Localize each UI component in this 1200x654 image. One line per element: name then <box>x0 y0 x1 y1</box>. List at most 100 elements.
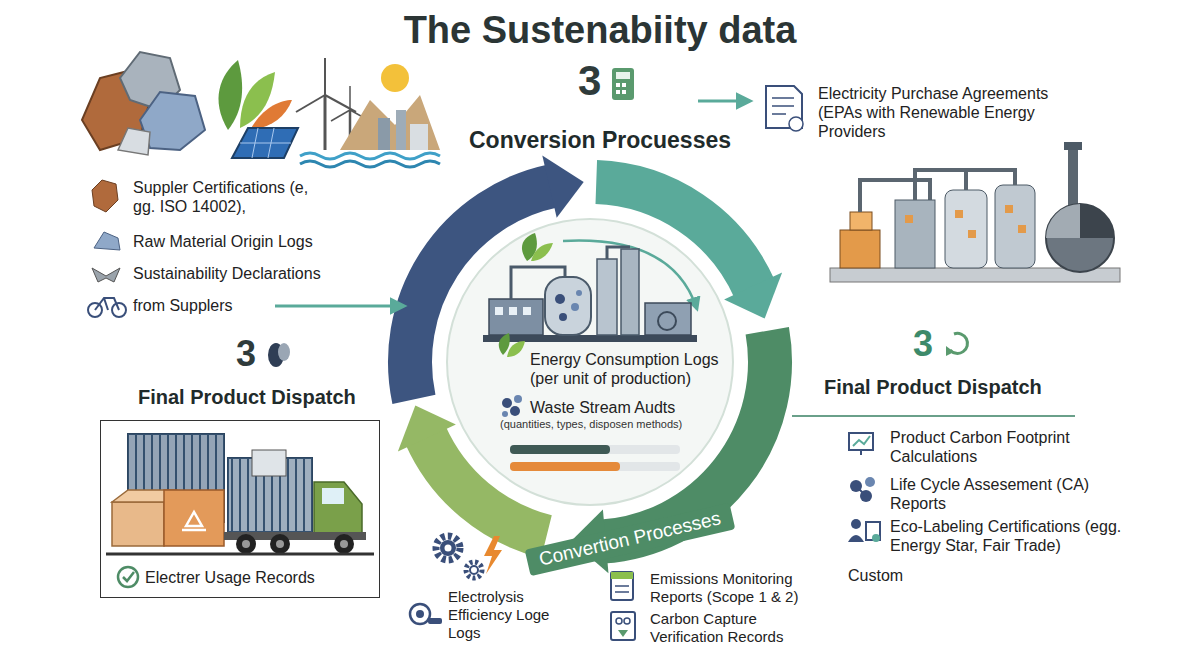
hub-illustration <box>645 303 691 335</box>
hub-illustration <box>510 406 520 416</box>
machinery-art <box>840 230 880 268</box>
hub-illustration <box>597 259 617 335</box>
cycle-ring <box>398 406 456 452</box>
section-icon <box>278 343 290 361</box>
dispatch-illustration <box>252 450 286 476</box>
node-text: Electrer Usage Records <box>145 568 370 587</box>
list-icons <box>95 298 119 310</box>
note-text: Electricity Purchase Agreements (EPAs wi… <box>818 84 1088 142</box>
report-icons <box>624 618 630 624</box>
gear-icons <box>440 540 456 556</box>
gear-icons <box>428 618 442 624</box>
gear-icons <box>416 610 424 618</box>
dispatch-illustration <box>118 567 138 587</box>
raw-materials-art <box>296 95 325 112</box>
section-heading: Final Product Dispatch <box>824 375 1084 399</box>
hub-illustration <box>607 247 630 259</box>
report-icons <box>616 618 622 624</box>
machinery-art <box>955 210 963 218</box>
raw-materials-art <box>324 58 326 95</box>
raw-materials-art <box>300 153 440 159</box>
raw-materials-art <box>410 124 428 150</box>
list-item: Carbon Capture Verification Records <box>650 610 830 646</box>
gear-icons <box>436 536 460 560</box>
hub-illustration <box>502 398 512 408</box>
hub-illustration <box>576 290 582 296</box>
list-item: Product Carbon Footprint Calculations <box>890 428 1095 466</box>
machinery-art <box>830 142 1120 282</box>
dispatch-illustration <box>242 540 250 548</box>
dispatch-illustration <box>270 534 290 554</box>
hub-illustration <box>545 277 591 335</box>
node-text: Energy Consumption Logs (per unit of pro… <box>530 350 735 388</box>
calculator-icon <box>622 90 626 94</box>
hub-illustration <box>621 249 639 335</box>
hub-illustration <box>510 445 680 454</box>
gear-icons <box>470 566 478 574</box>
list-icons <box>853 436 870 446</box>
machinery-art <box>995 185 1035 268</box>
gear-icons <box>484 536 502 574</box>
calculator-icon <box>616 83 620 87</box>
machinery-art <box>905 215 913 223</box>
raw-materials-art <box>396 110 406 150</box>
raw-materials-art <box>240 143 291 144</box>
machinery-art <box>1064 142 1082 150</box>
report-icons <box>618 630 628 637</box>
hub-illustration <box>510 462 620 471</box>
list-icons <box>849 433 873 450</box>
arc-label: Convertion Processes <box>525 503 736 576</box>
report-icons <box>611 572 635 640</box>
calculator-icon <box>612 68 634 100</box>
diagram-title: The Sustenabiity data <box>0 8 1200 54</box>
divider-line <box>792 415 1075 417</box>
machinery-art <box>964 170 968 190</box>
dispatch-illustration <box>334 534 354 554</box>
dispatch-illustration <box>164 490 224 546</box>
section-heading: Conversion Procuesses <box>430 127 770 155</box>
machinery-art <box>1046 204 1080 238</box>
list-icons <box>94 232 120 250</box>
report-icons <box>611 572 633 600</box>
divider-line <box>792 416 1075 417</box>
raw-materials-art <box>324 95 327 150</box>
flow-arrow <box>698 101 750 102</box>
list-item: Electrolysis Efficiency Loge Logs <box>448 588 553 642</box>
calculator-icon <box>616 90 620 94</box>
machinery-art <box>895 200 935 268</box>
machinery-art <box>1046 204 1114 272</box>
callout-number: 3 <box>236 332 256 375</box>
machinery-art <box>1080 204 1114 238</box>
calculator-icon <box>612 68 634 100</box>
hub-illustration <box>514 395 522 403</box>
list-item: Suppler Certifications (e, gg. ISO 14002… <box>133 178 313 216</box>
raw-materials-art <box>325 95 356 112</box>
raw-materials-art <box>219 60 243 130</box>
gear-icons <box>445 545 452 552</box>
raw-materials-art <box>331 110 350 121</box>
dispatch-box: Electrer Usage Records <box>100 420 380 598</box>
node-text: (quantities, types, disposen methods) <box>500 418 730 431</box>
raw-materials-art <box>252 128 258 158</box>
raw-materials-art <box>232 128 298 158</box>
machinery-art <box>945 190 987 268</box>
section-icon <box>268 343 290 367</box>
hub-illustration <box>658 312 676 330</box>
hub-illustration <box>510 445 610 454</box>
list-item: Eco-Labeling Certifications (egg. Energy… <box>890 517 1128 555</box>
raw-materials-art <box>340 95 440 150</box>
hub-circle: Energy Consumption Logs (per unit of pro… <box>445 217 735 507</box>
report-icons <box>615 591 629 593</box>
dispatch-illustration <box>276 540 284 548</box>
machinery-art <box>1018 225 1026 233</box>
dispatch-illustration <box>322 488 344 504</box>
machinery-art <box>850 212 872 230</box>
machinery-art <box>1068 148 1078 208</box>
document-icon <box>772 113 786 115</box>
hub-illustration <box>483 335 697 342</box>
list-item: from Supplers <box>133 296 283 315</box>
machinery-art <box>968 230 976 238</box>
section-icon <box>950 333 967 353</box>
machinery-art <box>1005 205 1013 213</box>
list-item: Emissions Monitoring Reports (Scope 1 & … <box>650 570 830 606</box>
